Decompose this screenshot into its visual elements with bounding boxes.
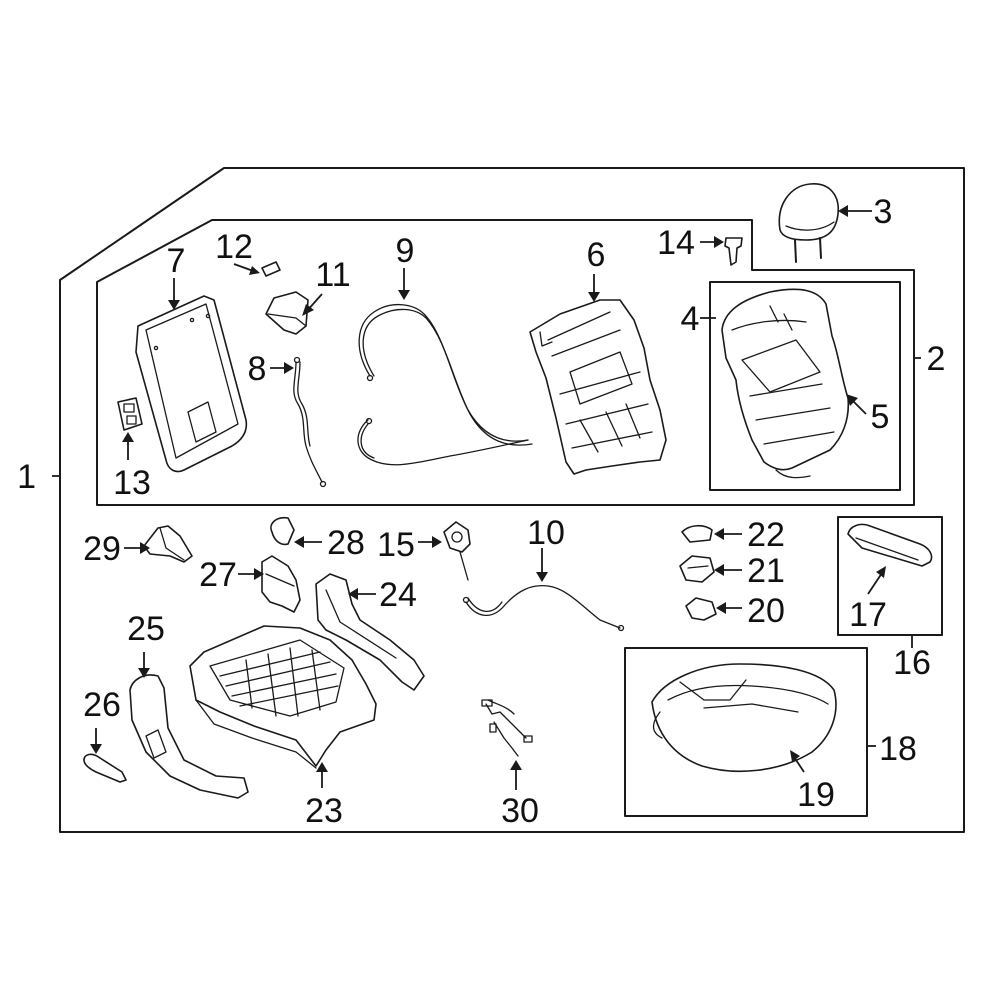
callout-1: 1 <box>17 458 36 496</box>
callout-10: 10 <box>527 514 565 552</box>
seat-back-panel-part <box>135 295 248 473</box>
callout-27: 27 <box>199 556 237 594</box>
box-armrest <box>837 516 943 636</box>
callout-labels: 1 2 3 4 5 6 7 8 9 10 11 12 13 14 15 16 1… <box>17 193 945 830</box>
callout-19: 19 <box>797 776 835 814</box>
callout-17: 17 <box>849 596 887 634</box>
callout-8: 8 <box>248 350 267 388</box>
headrest-part <box>778 183 839 263</box>
callout-29: 29 <box>83 530 121 568</box>
clip-part <box>261 261 281 277</box>
callout-7: 7 <box>167 242 186 280</box>
seat-track-part <box>189 625 377 769</box>
callout-11: 11 <box>315 256 350 294</box>
side-panel-part <box>315 573 425 691</box>
callout-21: 21 <box>747 552 785 590</box>
callout-13: 13 <box>113 464 151 502</box>
callout-3: 3 <box>874 193 893 231</box>
lumbar-cable-part <box>293 356 327 488</box>
seat-back-frame <box>96 219 915 506</box>
seat-assembly-frame <box>59 167 965 833</box>
cover-21-part <box>679 555 715 583</box>
callout-24: 24 <box>379 576 417 614</box>
callout-22: 22 <box>747 516 785 554</box>
callout-6: 6 <box>587 236 606 274</box>
cable-part <box>462 584 625 632</box>
callout-12: 12 <box>215 228 253 266</box>
headrest-guide-part <box>724 237 743 266</box>
seat-harness-part <box>481 699 533 757</box>
callout-9: 9 <box>396 232 415 270</box>
seat-back-cover-part <box>721 288 850 479</box>
box-seat-cushion <box>624 647 868 817</box>
callout-25: 25 <box>127 610 165 648</box>
hinge-cover-part <box>261 555 301 613</box>
callout-20: 20 <box>747 592 785 630</box>
cover-22-part <box>681 524 713 543</box>
clip-28-part <box>270 516 295 546</box>
callout-23: 23 <box>305 792 343 830</box>
seat-switch-part <box>117 397 143 431</box>
callout-16: 16 <box>893 644 931 682</box>
bezel-part <box>265 291 309 335</box>
callout-26: 26 <box>83 686 121 724</box>
callout-2: 2 <box>927 340 946 378</box>
armrest-part <box>847 523 933 567</box>
callout-14: 14 <box>657 224 695 262</box>
motor-part <box>443 521 471 581</box>
callout-30: 30 <box>501 792 539 830</box>
box-seat-back-cover <box>709 281 901 491</box>
bracket-part <box>143 525 193 563</box>
leader-lines <box>52 205 921 790</box>
seat-cushion-cover-part <box>651 663 837 773</box>
knob-part <box>83 753 127 783</box>
callout-5: 5 <box>871 398 890 436</box>
callout-28: 28 <box>327 524 365 562</box>
wire-harness-part <box>357 304 533 466</box>
seat-back-frame-part <box>529 299 667 475</box>
cover-20-part <box>685 597 717 621</box>
side-shield-part <box>129 674 249 799</box>
callout-4: 4 <box>681 300 700 338</box>
callout-15: 15 <box>377 526 415 564</box>
callout-18: 18 <box>879 730 917 768</box>
